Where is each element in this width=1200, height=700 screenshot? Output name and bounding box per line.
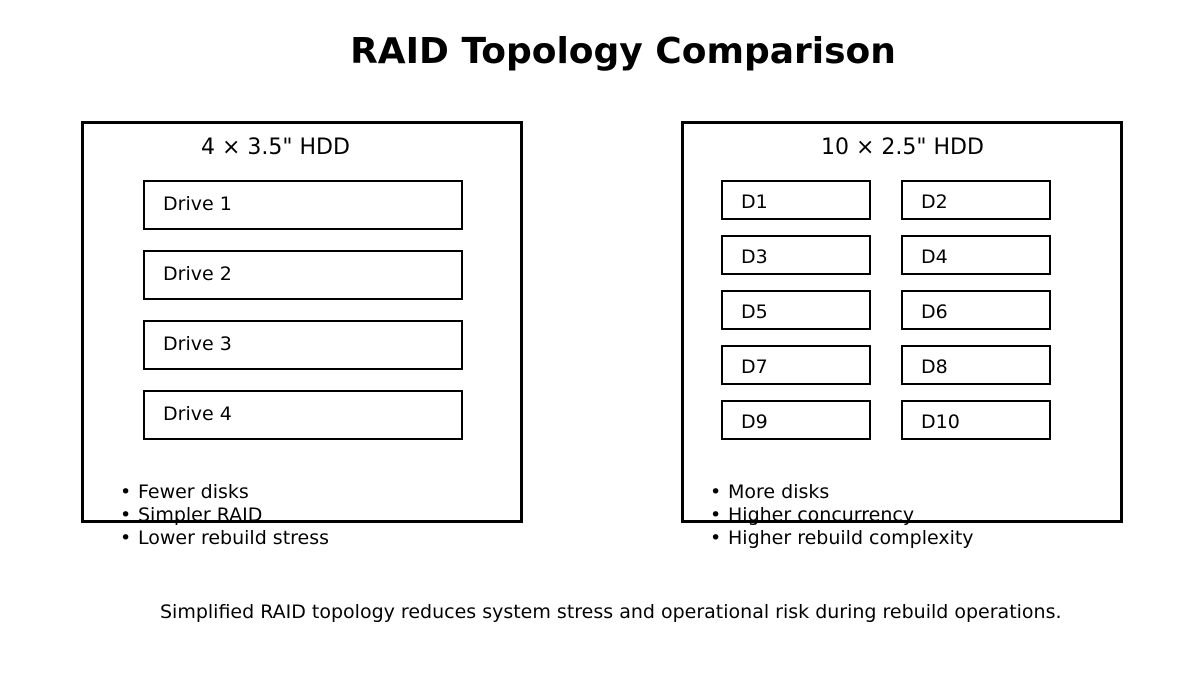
- diagram-title: RAID Topology Comparison: [350, 31, 896, 72]
- list-item: • Lower rebuild stress: [120, 527, 329, 550]
- bullet-icon: •: [120, 481, 132, 503]
- drive-box: D5: [721, 290, 871, 330]
- feature-list-left: • Fewer disks • Simpler RAID • Lower rebuil…: [120, 481, 329, 550]
- drive-label: Drive 2: [163, 263, 232, 285]
- feature-list-right: • More disks • Higher concurrency • Higher …: [710, 481, 974, 550]
- drive-label: D2: [921, 191, 948, 213]
- bullet-icon: •: [120, 527, 132, 549]
- panel-10x25-hdd: 10 × 2.5" HDD D1 D2 D3 D4 D5 D6 D7 D8 D9…: [681, 121, 1123, 523]
- drive-box: D8: [901, 345, 1051, 385]
- list-item: • Fewer disks: [120, 481, 329, 504]
- drive-label: D10: [921, 411, 960, 433]
- bullet-text: More disks: [728, 481, 830, 503]
- drive-box: D3: [721, 235, 871, 275]
- list-item: • Higher concurrency: [710, 504, 974, 527]
- drive-box: Drive 1: [143, 180, 463, 230]
- drive-label: D1: [741, 191, 768, 213]
- drive-label: Drive 4: [163, 403, 232, 425]
- drive-label: Drive 3: [163, 333, 232, 355]
- bullet-icon: •: [120, 504, 132, 526]
- drive-label: D6: [921, 301, 948, 323]
- drive-label: Drive 1: [163, 193, 232, 215]
- drive-box: Drive 4: [143, 390, 463, 440]
- drive-box: D9: [721, 400, 871, 440]
- drive-label: D4: [921, 246, 948, 268]
- bullet-icon: •: [710, 527, 722, 549]
- bullet-icon: •: [710, 504, 722, 526]
- drive-label: D5: [741, 301, 768, 323]
- drive-label: D8: [921, 356, 948, 378]
- bullet-text: Lower rebuild stress: [138, 527, 330, 549]
- drive-box: D10: [901, 400, 1051, 440]
- list-item: • Higher rebuild complexity: [710, 527, 974, 550]
- drive-box: D1: [721, 180, 871, 220]
- panel-heading: 4 × 3.5" HDD: [201, 135, 350, 160]
- bullet-text: Simpler RAID: [138, 504, 263, 526]
- drive-label: D7: [741, 356, 768, 378]
- drive-label: D3: [741, 246, 768, 268]
- bullet-text: Higher concurrency: [728, 504, 915, 526]
- bullet-text: Higher rebuild complexity: [728, 527, 974, 549]
- drive-box: D2: [901, 180, 1051, 220]
- drive-label: D9: [741, 411, 768, 433]
- drive-box: Drive 3: [143, 320, 463, 370]
- drive-box: D6: [901, 290, 1051, 330]
- drive-box: D4: [901, 235, 1051, 275]
- list-item: • More disks: [710, 481, 974, 504]
- bullet-text: Fewer disks: [138, 481, 249, 503]
- bullet-icon: •: [710, 481, 722, 503]
- list-item: • Simpler RAID: [120, 504, 329, 527]
- panel-heading: 10 × 2.5" HDD: [821, 135, 984, 160]
- footer-caption: Simplified RAID topology reduces system …: [160, 601, 1062, 623]
- panel-4x35-hdd: 4 × 3.5" HDD Drive 1 Drive 2 Drive 3 Dri…: [81, 121, 523, 523]
- drive-box: D7: [721, 345, 871, 385]
- drive-box: Drive 2: [143, 250, 463, 300]
